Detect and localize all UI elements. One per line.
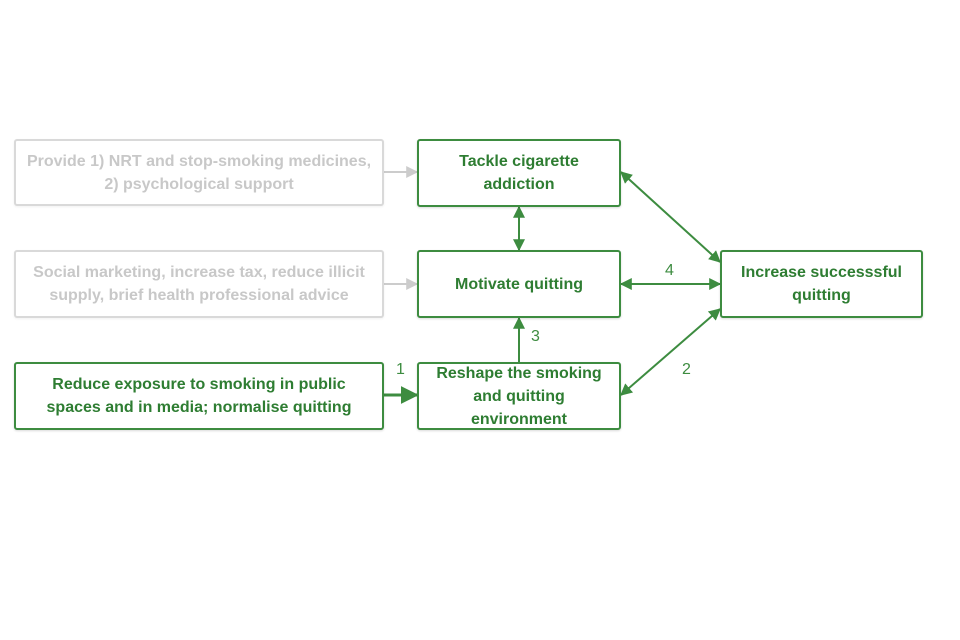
node-reshape-environment: Reshape the smoking and quitting environ… bbox=[417, 362, 621, 430]
node-social-marketing: Social marketing, increase tax, reduce i… bbox=[14, 250, 384, 318]
node-tackle-addiction: Tackle cigarette addiction bbox=[417, 139, 621, 207]
node-provide-nrt: Provide 1) NRT and stop-smoking medicine… bbox=[14, 139, 384, 206]
node-tackle-addiction-label: Tackle cigarette addiction bbox=[459, 153, 579, 193]
node-social-marketing-label: Social marketing, increase tax, reduce i… bbox=[33, 264, 365, 304]
node-motivate-quitting: Motivate quitting bbox=[417, 250, 621, 318]
node-increase-quitting: Increase successsful quitting bbox=[720, 250, 923, 318]
node-reduce-exposure-label: Reduce exposure to smoking in public spa… bbox=[46, 376, 352, 416]
edge-label-3: 3 bbox=[531, 328, 540, 345]
edge-label-4: 4 bbox=[665, 262, 674, 279]
arrow-reshape-increase bbox=[620, 308, 721, 396]
node-provide-nrt-label: Provide 1) NRT and stop-smoking medicine… bbox=[26, 152, 372, 193]
node-motivate-quitting-label: Motivate quitting bbox=[455, 275, 583, 293]
node-reduce-exposure: Reduce exposure to smoking in public spa… bbox=[14, 362, 384, 430]
arrow-tackle-increase bbox=[620, 171, 721, 263]
edge-label-1: 1 bbox=[396, 361, 405, 378]
edge-label-2: 2 bbox=[682, 361, 691, 378]
node-increase-quitting-label: Increase successsful quitting bbox=[741, 264, 902, 304]
node-reshape-environment-label: Reshape the smoking and quitting environ… bbox=[436, 364, 602, 428]
